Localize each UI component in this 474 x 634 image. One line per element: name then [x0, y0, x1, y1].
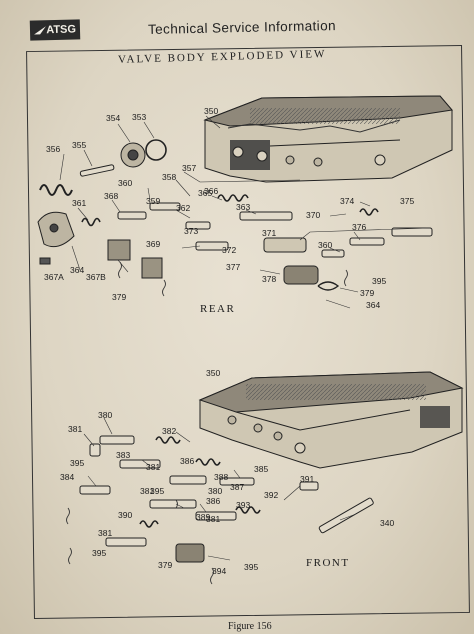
- rear-parts: [37, 139, 433, 291]
- rear-callout-379: 379: [112, 292, 126, 302]
- rear-callout-365: 365: [198, 188, 212, 198]
- front-callout-381: 381: [68, 424, 82, 434]
- front-callout-392: 392: [264, 490, 278, 500]
- rear-callout-356: 356: [46, 144, 60, 154]
- rear-valve-body: [203, 95, 453, 183]
- front-callout-395: 395: [92, 548, 106, 558]
- rear-callout-360: 360: [118, 178, 132, 188]
- front-callout-384: 384: [60, 472, 74, 482]
- header: ATSG Technical Service Information: [24, 12, 464, 46]
- rear-callout-375: 375: [400, 196, 414, 206]
- rear-callout-367B: 367B: [86, 272, 106, 282]
- front-callout-350: 350: [206, 368, 220, 378]
- rear-callout-363: 363: [236, 202, 250, 212]
- front-callout-380: 380: [98, 410, 112, 420]
- front-callout-386: 386: [180, 456, 194, 466]
- rear-label: REAR: [200, 303, 235, 315]
- logo-swoosh-icon: [34, 26, 46, 35]
- rear-callout-359: 359: [146, 196, 160, 206]
- rear-callout-361: 361: [72, 198, 86, 208]
- rear-callout-369: 369: [146, 239, 160, 249]
- front-callout-387: 387: [230, 482, 244, 492]
- rear-callout-364: 364: [366, 300, 380, 310]
- rear-callout-373: 373: [184, 226, 198, 236]
- rear-callout-376: 376: [352, 222, 366, 232]
- rear-callout-366: 366: [204, 186, 218, 196]
- front-callout-390: 390: [118, 510, 132, 520]
- rear-callout-353: 353: [132, 112, 146, 122]
- front-callout-388: 388: [214, 472, 228, 482]
- rear-callout-350: 350: [204, 106, 218, 116]
- connector-squiggles: [66, 261, 348, 585]
- rear-callout-367A: 367A: [44, 272, 64, 282]
- rear-callout-364: 364: [70, 265, 84, 275]
- front-callout-340: 340: [380, 518, 394, 528]
- front-callout-391: 391: [300, 474, 314, 484]
- leader-lines: [59, 115, 431, 561]
- rear-callout-395: 395: [372, 276, 386, 286]
- rear-callout-379: 379: [360, 288, 374, 298]
- front-valve-body: [198, 371, 464, 469]
- front-callout-381: 381: [146, 462, 160, 472]
- front-callout-380: 380: [208, 486, 222, 496]
- front-callout-395: 395: [70, 458, 84, 468]
- front-callout-385: 385: [254, 464, 268, 474]
- rear-callout-358: 358: [162, 172, 176, 182]
- atsg-logo: ATSG: [29, 19, 81, 41]
- rear-callout-355: 355: [72, 140, 86, 150]
- rear-callout-368: 368: [104, 191, 118, 201]
- rear-callout-360: 360: [318, 240, 332, 250]
- front-label: FRONT: [306, 557, 350, 569]
- front-callout-394: 394: [212, 566, 226, 576]
- front-callout-389: 389: [196, 512, 210, 522]
- front-callout-381: 381: [140, 486, 154, 496]
- rear-callout-357: 357: [182, 163, 196, 173]
- front-callout-381: 381: [98, 528, 112, 538]
- rear-callout-377: 377: [226, 262, 240, 272]
- rear-callout-372: 372: [222, 245, 236, 255]
- front-callout-386: 386: [206, 496, 220, 506]
- rear-callout-354: 354: [106, 113, 120, 123]
- front-callout-395: 395: [150, 486, 164, 496]
- front-callout-379: 379: [158, 560, 172, 570]
- rear-callout-362: 362: [176, 203, 190, 213]
- front-callout-383: 383: [116, 450, 130, 460]
- rear-callout-374: 374: [340, 196, 354, 206]
- front-parts: [79, 435, 374, 563]
- rear-callout-370: 370: [306, 210, 320, 220]
- front-callout-381: 381: [206, 514, 220, 524]
- figure-caption: Figure 156: [228, 621, 272, 632]
- front-callout-395: 395: [244, 562, 258, 572]
- front-callout-382: 382: [162, 426, 176, 436]
- front-callout-393: 393: [236, 500, 250, 510]
- rear-callout-378: 378: [262, 274, 276, 284]
- rear-callout-371: 371: [262, 228, 276, 238]
